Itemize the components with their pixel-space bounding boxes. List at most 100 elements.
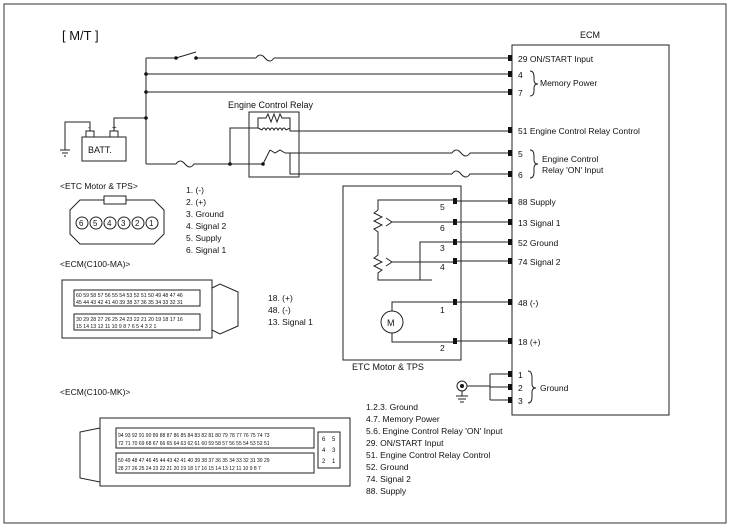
connector-etc-title: <ETC Motor & TPS> — [60, 181, 138, 191]
ecm-pin-6-label: 6 — [518, 170, 523, 180]
battery-ground-symbol — [60, 149, 70, 157]
etc-to-ecm-wires — [457, 200, 508, 342]
relay-on-label-2: Relay 'ON' Input — [542, 165, 604, 175]
relay-out-wire-6 — [285, 152, 452, 175]
relay-coil-feed — [229, 127, 258, 164]
connector-ma-lower-block — [73, 313, 201, 331]
ground-wires — [467, 373, 508, 401]
ecm-pin-4-label: 4 — [518, 70, 523, 80]
connector-mk-body — [99, 417, 351, 487]
etc-pin-num-1: 1 — [149, 219, 154, 228]
mk-side-2: 2 — [322, 459, 326, 465]
ecm-pin-2-label: 2 — [518, 383, 523, 393]
ecm-pin-3-label: 3 — [518, 396, 523, 406]
mk-legend-4: 29. ON/START Input — [366, 438, 444, 448]
ecm-box — [511, 44, 670, 416]
etc-legend-3: 3. Ground — [186, 209, 224, 219]
mk-legend-2: 4.7. Memory Power — [366, 414, 440, 424]
tps-supply-wire — [377, 199, 432, 210]
connector-mk-row3: 50 49 48 47 46 45 44 43 42 41 40 39 38 3… — [118, 458, 270, 464]
mode-label: [ M/T ] — [62, 28, 99, 43]
tps-resistors — [372, 209, 432, 281]
etc-pin-circle-5 — [89, 216, 103, 230]
battery-ground-wire — [64, 121, 91, 150]
memory-power-brace — [529, 70, 539, 97]
relay-coil — [261, 127, 287, 132]
motor-label: M — [387, 318, 395, 328]
relay-box — [248, 111, 300, 178]
ecm-pin-88-label: 88 Supply — [518, 197, 557, 207]
connector-ma-upper-block — [73, 289, 201, 307]
connector-mk-legend: 1.2.3. Ground 4.7. Memory Power 5.6. Eng… — [366, 402, 503, 496]
ma-legend-2: 48. (-) — [268, 305, 291, 315]
mk-side-3: 3 — [332, 448, 336, 454]
etc-pin-circle-3 — [117, 216, 131, 230]
ecm-pin-1-marker — [508, 371, 512, 377]
relay-feed-wire — [146, 160, 230, 168]
ecm-pin-5-label: 5 — [518, 149, 523, 159]
etc-internal-stubs — [432, 199, 453, 343]
junction-c — [144, 116, 148, 120]
fuse-3 — [451, 170, 508, 178]
ecm-pin-29-marker — [508, 55, 512, 61]
ecm-pin-13-label: 13 Signal 1 — [518, 218, 561, 228]
connector-mk-side — [79, 427, 101, 483]
switch-contact-a — [174, 56, 178, 60]
ecm-pin-29-label: 29 ON/START Input — [518, 54, 594, 64]
etc-pin-circle-1 — [145, 216, 159, 230]
etc-marker-6 — [453, 219, 457, 225]
etc-pin-circle-6 — [75, 216, 89, 230]
ecm-pin-1-label: 1 — [518, 370, 523, 380]
relay-switch-pivot — [261, 162, 265, 166]
mk-legend-8: 88. Supply — [366, 486, 407, 496]
relay-on-brace — [529, 149, 539, 179]
relay-on-label-1: Engine Control — [542, 154, 598, 164]
memory-power-label: Memory Power — [540, 78, 597, 88]
connector-mk-row1: 94 93 92 91 90 89 88 87 86 85 84 83 82 8… — [118, 433, 270, 439]
etc-box — [342, 185, 462, 361]
tps-ground-wire — [419, 241, 432, 280]
ecm-pin-52-label: 52 Ground — [518, 238, 558, 248]
etc-pin-markers — [453, 198, 457, 344]
etc-legend-6: 6. Signal 1 — [186, 245, 226, 255]
ecm-pin-5-marker — [508, 150, 512, 156]
mk-legend-3: 5.6. Engine Control Relay 'ON' Input — [366, 426, 503, 436]
mk-side-5: 5 — [332, 437, 336, 443]
outer-frame — [3, 3, 727, 524]
etc-marker-2 — [453, 338, 457, 344]
ecm-pin-4-marker — [508, 71, 512, 77]
ecm-title: ECM — [580, 30, 600, 40]
ecm-pin-7-marker — [508, 89, 512, 95]
tps-wiper-2 — [385, 257, 432, 267]
ma-legend-3: 13. Signal 1 — [268, 317, 313, 327]
mk-side-1: 1 — [332, 459, 336, 465]
ignition-wire — [146, 51, 508, 59]
etc-marker-1 — [453, 299, 457, 305]
ecm-pin-48-marker — [508, 299, 512, 305]
mk-legend-7: 74. Signal 2 — [366, 474, 411, 484]
ecm-pin-2-marker — [508, 384, 512, 390]
fuse-2 — [451, 149, 508, 157]
etc-legend-4: 4. Signal 2 — [186, 221, 226, 231]
connector-ma-title: <ECM(C100-MA)> — [60, 259, 130, 269]
battery-pos-wire — [113, 117, 146, 131]
battery-label: BATT. — [88, 145, 112, 155]
etc-pin-circle-2 — [131, 216, 145, 230]
ecm-pin-74-marker — [508, 258, 512, 264]
ecm-pin-13-marker — [508, 219, 512, 225]
ground-brace — [527, 370, 537, 404]
etc-pin-num-2: 2 — [135, 219, 140, 228]
connector-ma-row1: 60 59 58 57 56 55 54 53 52 51 50 49 48 4… — [76, 293, 183, 299]
etc-pin-num-6: 6 — [79, 219, 84, 228]
connector-mk-upper-block — [115, 427, 315, 449]
ecm-pin-52-marker — [508, 239, 512, 245]
etc-pin-num-3: 3 — [121, 219, 126, 228]
etc-pin-1: 1 — [440, 305, 445, 315]
etc-pin-3: 3 — [440, 243, 445, 253]
etc-pin-6: 6 — [440, 223, 445, 233]
connector-mk-title: <ECM(C100-MK)> — [60, 387, 130, 397]
relay-control-wire — [257, 127, 508, 132]
connector-mk-side-block — [317, 431, 341, 469]
etc-pin-circle-4 — [103, 216, 117, 230]
ecm-pin-51-label: 51 Engine Control Relay Control — [518, 126, 640, 136]
